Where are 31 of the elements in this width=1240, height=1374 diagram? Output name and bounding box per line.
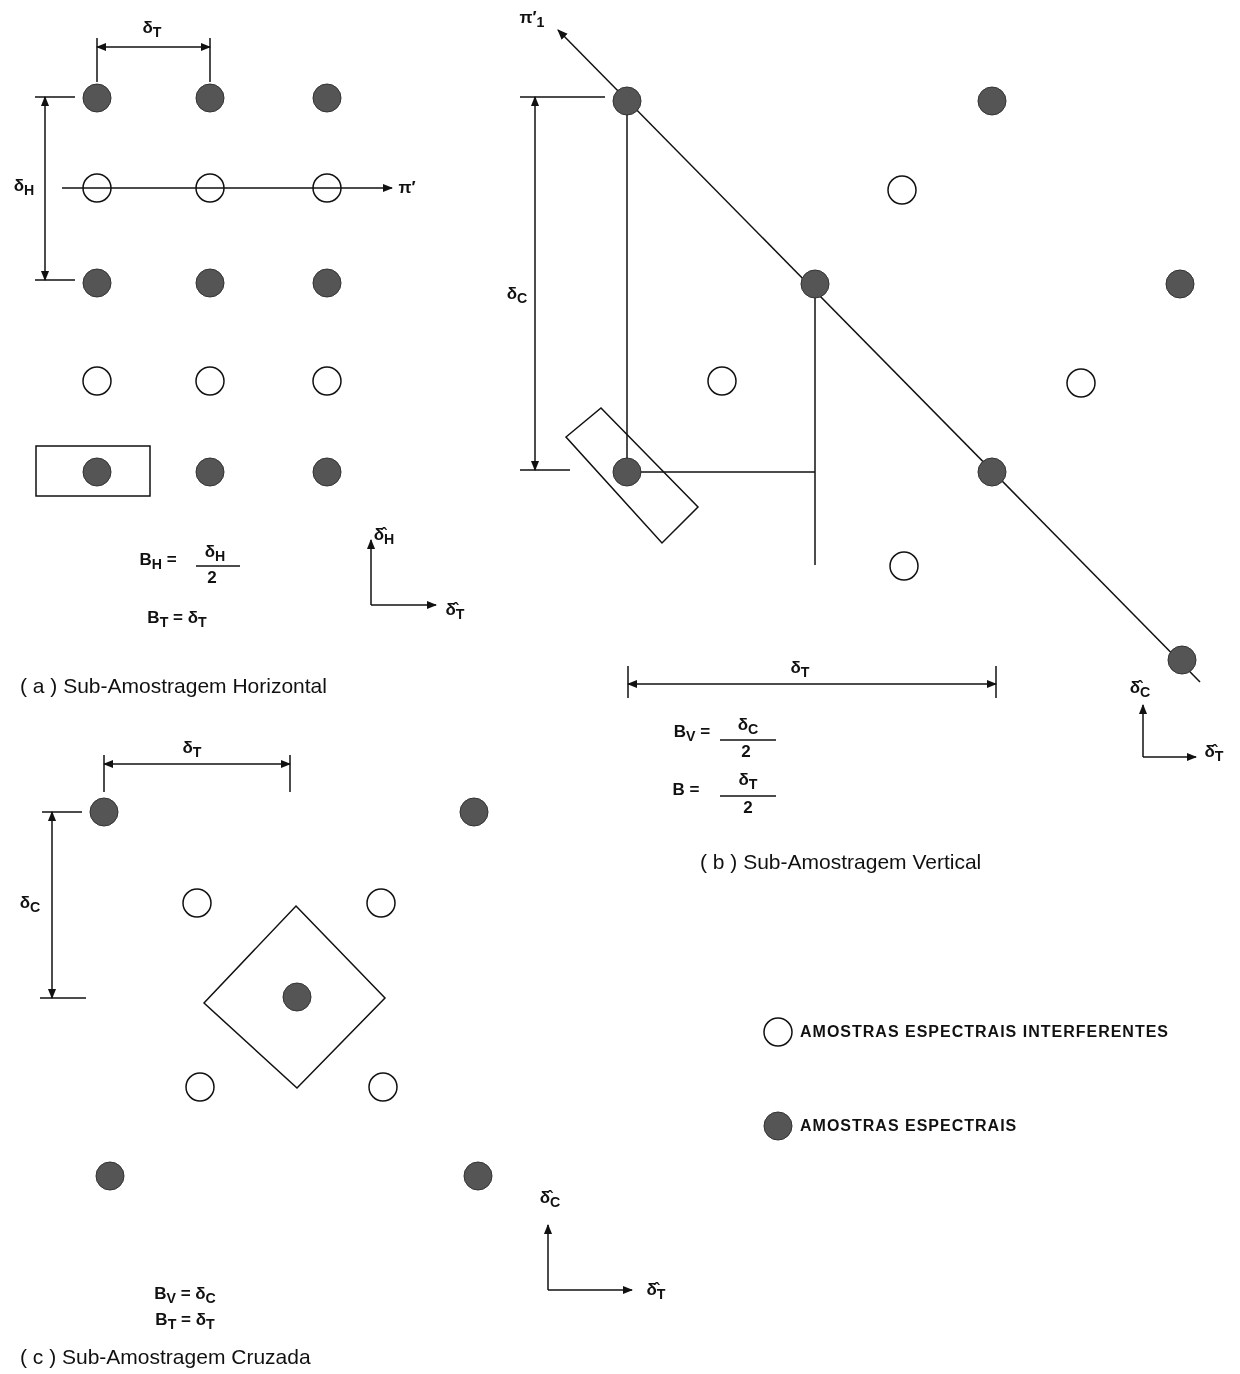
axis-label: δ̂$_{C}$ [539, 1189, 561, 1211]
formula-text: B$_{T}$ = δ$_{T}$ [147, 609, 207, 631]
formula-text: 2 [207, 568, 217, 588]
dimension-label: δ$_{T}$ [182, 739, 202, 761]
formula-text: B$_{V}$ = [673, 723, 711, 745]
formula-text: B = [672, 780, 700, 800]
axis-label: δ̂$_{T}$ [1204, 743, 1224, 765]
formula-text: 2 [743, 798, 753, 818]
axis-label: δ̂$_{C}$ [1129, 679, 1151, 701]
axis-label: δ̂$_{T}$ [445, 601, 465, 623]
legend-text: AMOSTRAS ESPECTRAIS [800, 1117, 1018, 1135]
formula-text: B$_{T}$ = δ$_{T}$ [155, 1311, 215, 1333]
axis-label: δ̂$_{T}$ [646, 1281, 666, 1303]
formula-text: δ$_{T}$ [738, 771, 758, 793]
dimension-label: δ$_{C}$ [19, 894, 41, 916]
formula-text: 2 [741, 742, 751, 762]
formula-text: B$_{V}$ = δ$_{C}$ [154, 1285, 216, 1307]
dimension-label: δ$_{H}$ [13, 177, 35, 199]
dimension-label: δ$_{T}$ [790, 659, 810, 681]
axis-label: π′$_{1}$ [519, 9, 545, 31]
figure-caption: ( c ) Sub-Amostragem Cruzada [20, 1345, 311, 1369]
axis-label: δ̂$_{H}$ [373, 526, 395, 548]
formula-text: B$_{H}$ = [139, 551, 177, 573]
dimension-label: δ$_{C}$ [506, 285, 528, 307]
axis-label: π′ [398, 178, 416, 198]
dimension-label: δ$_{T}$ [142, 19, 162, 41]
formula-text: δ$_{H}$ [204, 543, 226, 565]
formula-text: δ$_{C}$ [737, 716, 759, 738]
figure-caption: ( a ) Sub-Amostragem Horizontal [20, 674, 327, 698]
legend-text: AMOSTRAS ESPECTRAIS INTERFERENTES [800, 1023, 1170, 1041]
figure-caption: ( b ) Sub-Amostragem Vertical [700, 850, 982, 874]
